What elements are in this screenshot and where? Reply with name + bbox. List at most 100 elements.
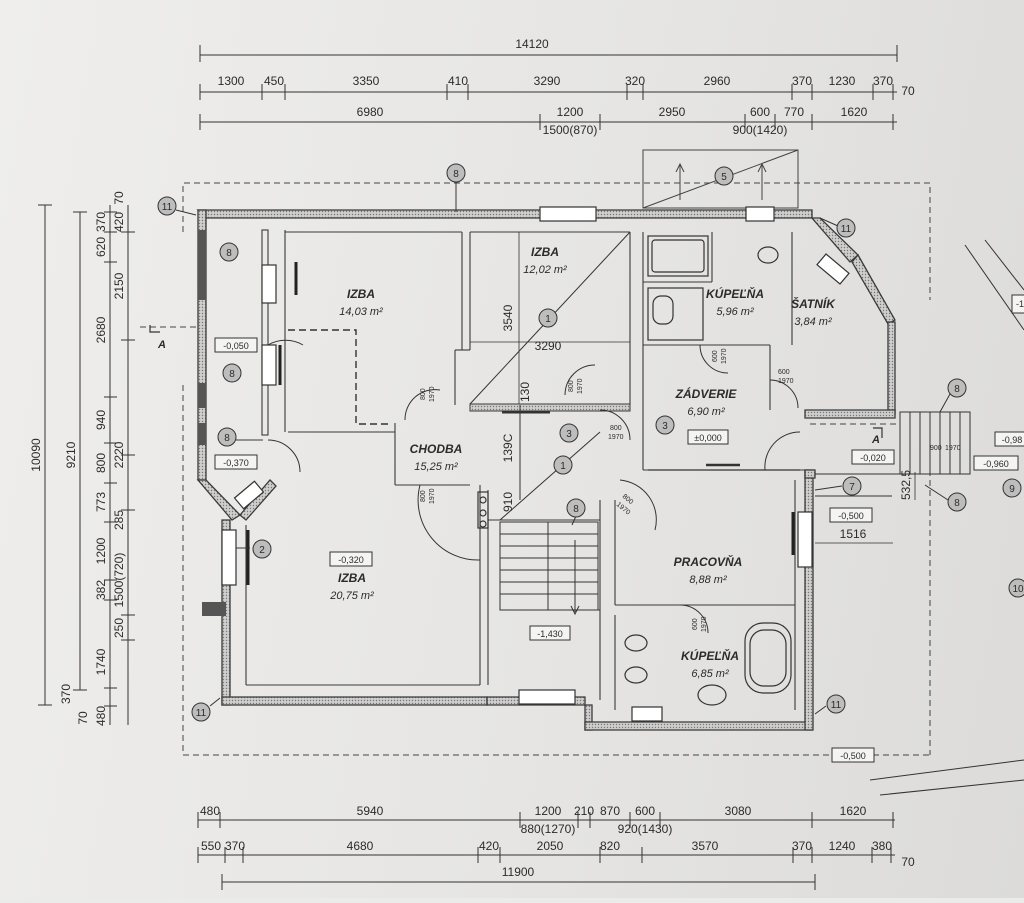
dim-bot-4680: 4680 xyxy=(347,839,374,853)
dim-bot-70: 70 xyxy=(901,855,915,869)
dim-bot-overall: 11900 xyxy=(502,865,535,879)
tag-8-left-b: 8 xyxy=(222,363,242,383)
dim-top-410: 410 xyxy=(448,74,468,88)
callout-tags: 8 11 5 11 8 8 8 1 3 3 1 8 2 8 7 8 9 10 1… xyxy=(157,163,1024,722)
bottom-dimension-texts: 480 5940 1200 880(1270) 210 870 600 920(… xyxy=(200,804,915,879)
room-name-chodba: CHODBA xyxy=(410,442,463,456)
tag-11-tl: 11 xyxy=(157,196,197,216)
dim-top-70: 70 xyxy=(901,84,915,98)
level-boxes xyxy=(214,337,1024,763)
dim-inner-130: 130 xyxy=(518,382,532,402)
room-area-kupelna-2: 6,85 m² xyxy=(691,668,729,680)
dim-left-2680: 2680 xyxy=(94,316,108,343)
dim-inner-3290: 3290 xyxy=(535,339,562,353)
level-1430: -1,430 xyxy=(537,629,563,639)
dim-left-800: 800 xyxy=(94,453,108,473)
dim-top-2950: 2950 xyxy=(659,105,686,119)
dim-left-773: 773 xyxy=(94,492,108,512)
tag-8-top: 8 xyxy=(446,163,466,212)
room-area-zadverie: 6,90 m² xyxy=(687,406,725,418)
left-dimension-chains xyxy=(38,204,135,725)
dim-top-overall: 14120 xyxy=(515,37,549,51)
room-name-izba-3: IZBA xyxy=(338,571,366,585)
svg-text:11: 11 xyxy=(831,700,842,711)
door-label-1970-e: 1970 xyxy=(721,348,728,364)
dim-left-2220: 2220 xyxy=(112,441,126,468)
dim-bot-3570: 3570 xyxy=(692,839,719,853)
dim-inner-3540: 3540 xyxy=(501,304,515,331)
level-texts: -0,050 -0,370 -0,320 ±0,000 -0,020 -0,96… xyxy=(223,341,1022,761)
fixtures xyxy=(477,235,800,706)
room-name-izba-2: IZBA xyxy=(531,245,559,259)
dim-top-1200: 1200 xyxy=(557,105,584,119)
svg-text:11: 11 xyxy=(196,708,207,719)
dim-bot-480: 480 xyxy=(200,804,220,818)
tag-8-steps-bottom: 8 xyxy=(924,484,967,512)
section-markers xyxy=(149,325,883,438)
wall-block-b xyxy=(198,423,206,445)
door-label-800-a: 800 xyxy=(420,388,427,400)
level-500-a: -0,500 xyxy=(838,511,864,521)
dim-left-inner: 9210 xyxy=(64,441,78,468)
svg-text:11: 11 xyxy=(841,224,852,235)
tag-3-a: 3 xyxy=(559,423,579,443)
dim-top-1300: 1300 xyxy=(218,74,245,88)
tag-1-a: 1 xyxy=(538,308,558,328)
dim-left-1740: 1740 xyxy=(94,648,108,675)
dim-bot-1200: 1200 xyxy=(535,804,562,818)
level-050: -0,050 xyxy=(223,341,249,351)
door-label-1970-f: 1970 xyxy=(778,378,794,385)
tag-10: 10 xyxy=(1008,578,1024,598)
dim-left-480: 480 xyxy=(94,706,108,726)
level-98: -0,98 xyxy=(1002,435,1023,445)
chimney-block xyxy=(202,602,226,616)
dim-top-6980: 6980 xyxy=(357,105,384,119)
dim-top-3290: 3290 xyxy=(534,74,561,88)
door-label-800-c: 800 xyxy=(568,380,575,392)
tag-3-b: 3 xyxy=(655,415,675,435)
door-label-1970-c: 1970 xyxy=(577,378,584,394)
tag-8-left-c: 8 xyxy=(217,427,237,447)
dim-top-320: 320 xyxy=(625,74,645,88)
left-dimension-texts: 10090 9210 370 620 2680 940 800 773 1200… xyxy=(29,191,126,726)
dim-bot-2050: 2050 xyxy=(537,839,564,853)
dim-bot-380: 380 xyxy=(872,839,892,853)
dim-left-70a: 70 xyxy=(112,191,126,205)
dim-left-370b: 370 xyxy=(59,684,73,704)
room-name-zadverie: ZÁDVERIE xyxy=(675,386,738,401)
door-label-1970-i: 1970 xyxy=(945,445,961,452)
dim-left-1500-720: 1500(720) xyxy=(112,553,126,608)
dim-bot-370a: 370 xyxy=(225,839,245,853)
room-area-izba-1: 14,03 m² xyxy=(339,306,383,318)
svg-text:3: 3 xyxy=(566,429,572,440)
bottom-dimension-chains xyxy=(197,812,895,890)
windows xyxy=(221,206,850,722)
svg-text:8: 8 xyxy=(229,369,235,380)
door-label-1970-d: 1970 xyxy=(608,434,624,441)
tag-5: 5 xyxy=(714,166,734,186)
svg-text:11: 11 xyxy=(162,202,173,213)
dim-top-3350: 3350 xyxy=(353,74,380,88)
svg-text:5: 5 xyxy=(721,172,727,183)
level-320: -0,320 xyxy=(338,555,364,565)
svg-text:9: 9 xyxy=(1009,484,1015,495)
inner-hatched-wall-left xyxy=(198,230,206,300)
section-label-left: A xyxy=(157,339,166,351)
tag-8-left-a: 8 xyxy=(219,242,239,262)
room-labels: IZBA 14,03 m² IZBA 12,02 m² KÚPEĽŇA 5,96… xyxy=(329,245,836,680)
roof-outline xyxy=(140,182,931,756)
svg-text:8: 8 xyxy=(954,498,960,509)
wall-block-a xyxy=(198,383,206,408)
dim-left-940: 940 xyxy=(94,410,108,430)
door-label-800-b: 800 xyxy=(420,490,427,502)
dim-top-600: 600 xyxy=(750,105,770,119)
room-area-satnik: 3,84 m² xyxy=(794,316,832,328)
level-370: -0,370 xyxy=(223,458,249,468)
inner-dimensions: 3540 3290 130 139C 910 532,5 1516 xyxy=(501,304,913,541)
door-label-600-g: 600 xyxy=(692,618,699,630)
dim-bot-870: 870 xyxy=(600,804,620,818)
svg-text:8: 8 xyxy=(453,169,459,180)
dim-inner-1516: 1516 xyxy=(840,527,867,541)
dim-top-370b: 370 xyxy=(873,74,893,88)
